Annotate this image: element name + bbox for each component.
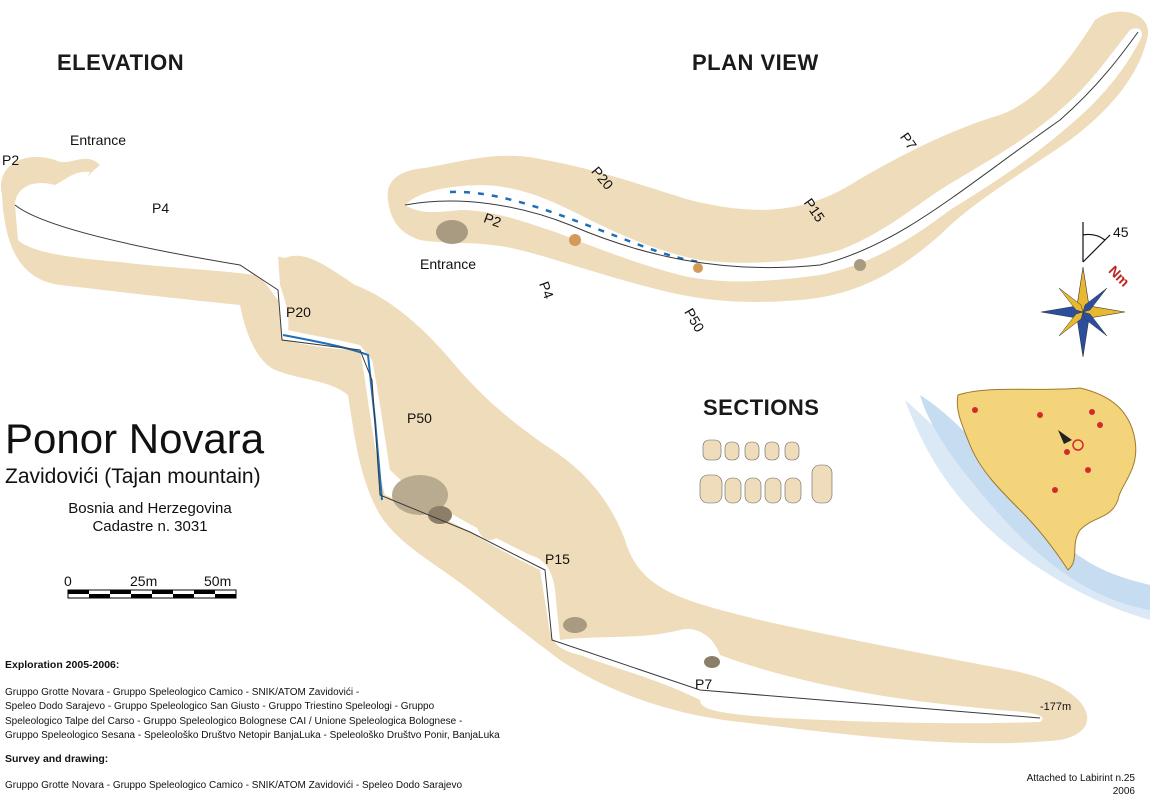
plan-entrance-label: Entrance	[420, 256, 477, 272]
exploration-line: Gruppo Grotte Novara - Gruppo Speleologi…	[5, 686, 360, 698]
footer-line2: 2006	[1112, 786, 1135, 797]
elevation-heading: ELEVATION	[57, 50, 185, 75]
cave-location: Zavidovići (Tajan mountain)	[5, 465, 261, 488]
location-arrow	[1058, 430, 1072, 444]
location-map	[905, 387, 1150, 620]
elevation-outline	[14, 204, 1041, 719]
scale-label-25: 25m	[130, 573, 158, 589]
cadastre-line: Cadastre n. 3031	[92, 518, 208, 535]
city-marker	[1089, 409, 1095, 415]
city-marker	[1052, 487, 1058, 493]
sections-heading: SECTIONS	[703, 395, 820, 420]
compass-rose	[1040, 266, 1126, 358]
scale-label-50: 50m	[204, 573, 232, 589]
rock-fill	[476, 500, 504, 540]
sections-thumbnails	[699, 439, 833, 504]
exploration-line: Speleo Dodo Sarajevo - Gruppo Speleologi…	[5, 701, 435, 712]
north-indicator	[1082, 222, 1111, 263]
elevation-entrance-label: Entrance	[70, 132, 127, 148]
elevation-cave	[15, 171, 1043, 724]
scale-label-0: 0	[64, 573, 72, 589]
elevation-p2-label: P2	[2, 152, 20, 168]
elevation-p7-label: P7	[695, 676, 713, 692]
plan-feature	[854, 259, 866, 271]
cave-location-marker	[1072, 439, 1084, 451]
exploration-line: Speleologico Talpe del Carso - Gruppo Sp…	[5, 715, 463, 727]
city-marker	[1037, 412, 1043, 418]
elevation-halo	[0, 156, 1088, 744]
elevation-p20-label: P20	[286, 304, 311, 320]
compass-angle-label: 45	[1113, 224, 1129, 240]
elevation-water	[282, 334, 383, 501]
footer-line1: Attached to Labirint n.25	[1026, 773, 1135, 784]
exploration-line: Gruppo Speleologico Sesana - Speleološko…	[5, 730, 500, 741]
elevation-p4-label: P4	[152, 200, 170, 216]
rock-fill	[563, 617, 587, 633]
plan-feature	[693, 263, 703, 273]
survey-title: Survey and drawing:	[5, 752, 109, 765]
scale-bar	[67, 589, 237, 599]
depth-label: -177m	[1040, 701, 1072, 713]
elevation-p15-label: P15	[545, 551, 570, 567]
elevation-p50-label: P50	[407, 410, 432, 426]
city-marker	[972, 407, 978, 413]
country-shape	[956, 387, 1137, 571]
plan-entrance-rock	[436, 220, 468, 244]
country-line: Bosnia and Herzegovina	[68, 500, 232, 517]
credits-block: Exploration 2005-2006: Gruppo Grotte Nov…	[5, 658, 595, 794]
exploration-title: Exploration 2005-2006:	[5, 659, 120, 671]
cave-title: Ponor Novara	[5, 415, 265, 462]
rock-fill	[428, 506, 452, 524]
survey-line: Gruppo Grotte Novara - Gruppo Speleologi…	[5, 780, 463, 791]
city-marker	[1064, 449, 1070, 455]
city-marker	[1097, 422, 1103, 428]
plan-water	[449, 190, 701, 264]
plan-outline	[404, 31, 1139, 269]
plan-feature	[569, 234, 581, 246]
rock-fill	[704, 656, 720, 668]
rock-fill	[392, 475, 448, 515]
plan-view-heading: PLAN VIEW	[692, 50, 819, 75]
city-marker	[1085, 467, 1091, 473]
